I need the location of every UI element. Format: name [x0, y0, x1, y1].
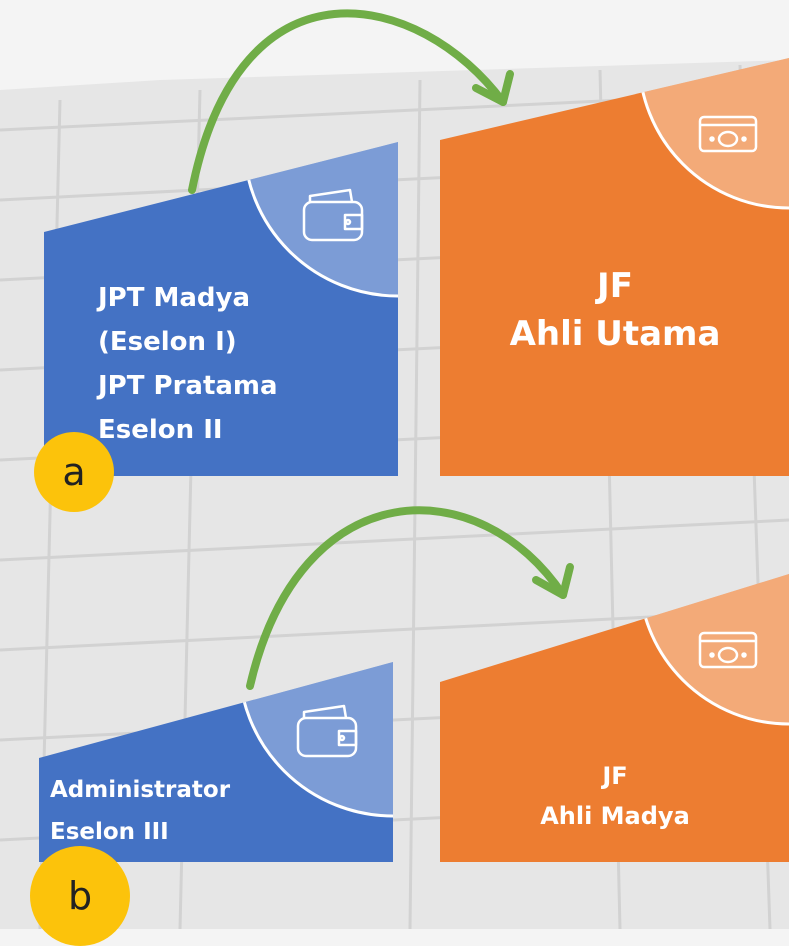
box-b-line: Administrator — [50, 777, 231, 803]
badge-a: a — [34, 432, 114, 512]
box-d-line: Ahli Madya — [540, 802, 690, 830]
box-c-line: JF — [597, 266, 633, 306]
box-c-line: Ahli Utama — [509, 314, 721, 354]
box-b-label: Administrator Eselon III — [50, 769, 350, 853]
box-d-label: JF Ahli Madya — [440, 756, 789, 836]
box-a-line: Eselon II — [98, 415, 223, 445]
box-a-corner-circle — [242, 142, 398, 298]
box-a-label: JPT Madya (Eselon I) JPT Pratama Eselon … — [98, 276, 398, 452]
box-a-line: JPT Madya — [98, 283, 251, 313]
box-d-corner-circle — [637, 574, 789, 726]
money-icon — [698, 631, 758, 669]
box-d-line: JF — [602, 762, 628, 790]
box-a — [44, 142, 398, 476]
box-c — [440, 58, 789, 476]
box-a-line: JPT Pratama — [98, 371, 278, 401]
arrow-b-to-d — [246, 506, 574, 690]
box-b-line: Eselon III — [50, 819, 169, 845]
box-b-corner-circle — [237, 662, 393, 818]
arrow-a-to-c — [188, 9, 514, 194]
box-b — [39, 662, 393, 862]
box-a-line: (Eselon I) — [98, 327, 237, 357]
box-c-corner-circle — [637, 58, 789, 210]
box-d — [440, 574, 789, 862]
wallet-icon — [296, 704, 358, 758]
box-c-label: JF Ahli Utama — [440, 262, 789, 358]
badge-b: b — [30, 846, 130, 946]
wallet-icon — [302, 188, 364, 242]
money-icon — [698, 115, 758, 153]
